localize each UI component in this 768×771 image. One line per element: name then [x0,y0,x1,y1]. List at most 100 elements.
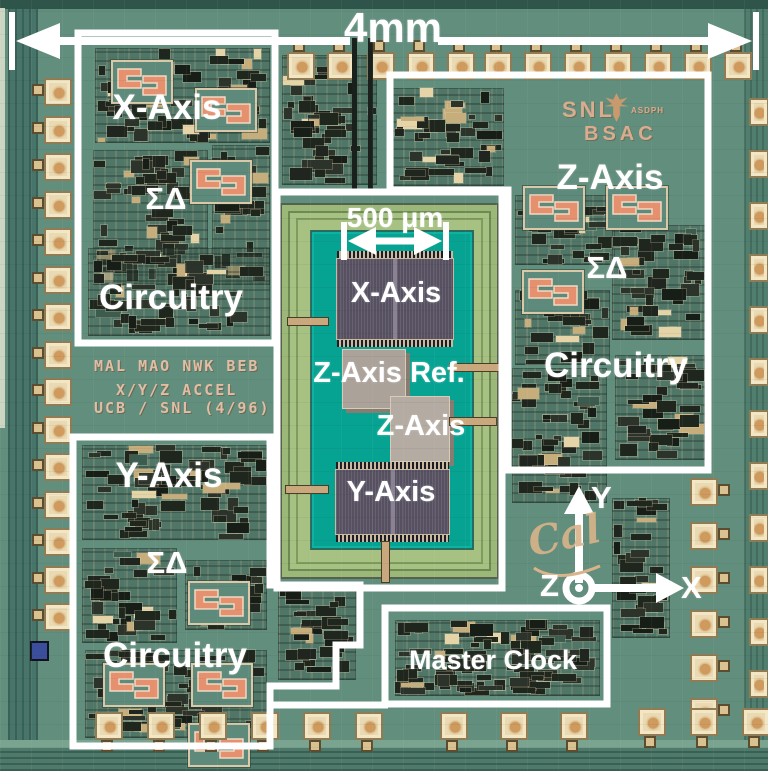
circuit-component [646,295,653,305]
circuit-component [405,623,428,632]
circuit-component [534,487,553,491]
circuit-component [238,452,262,458]
circuit-component [687,272,704,280]
circuit-component [451,621,467,627]
circuit-component [553,625,567,629]
bond-pad [690,708,718,748]
circuit-component [130,521,146,526]
circuit-component [169,610,176,619]
bond-pad [95,712,123,752]
circuit-component [316,606,336,616]
circuit-component [631,550,649,557]
circuit-component [136,177,144,184]
circuit-component [308,160,332,169]
circuit-component [614,542,620,554]
circuit-component [532,234,546,244]
bond-pad [327,40,355,80]
circuit-component [446,113,466,123]
bond-pad [32,153,72,181]
circuit-component [408,678,423,682]
circuit-component [132,197,140,203]
bond-pad [147,712,175,752]
circuit-component [551,245,564,249]
circuit-component [153,156,165,167]
scale-500um-label: 500 μm [346,202,444,233]
logo-micro-text: ASDPH [631,106,665,115]
circuit-component [201,498,219,510]
snl-logo-text: SNL [562,97,615,122]
circuit-component [234,507,248,513]
circuit-component [314,113,338,125]
circuit-component [325,130,346,137]
circuit-component [693,240,699,251]
circuit-component [657,387,667,395]
circuit-component [583,451,602,460]
circuit-component [323,164,343,174]
circuit-component [501,632,509,644]
circuit-component [523,372,541,378]
circuit-component [597,207,608,211]
circuit-component [101,579,119,589]
circuit-component [119,608,125,618]
circuit-component [659,629,667,634]
circuit-component [653,269,669,278]
bond-pad [32,378,72,406]
circuit-component [630,584,646,593]
circuit-component [175,65,190,74]
circuit-component [631,288,644,293]
circuit-component [147,227,157,238]
circuit-component [303,660,315,666]
circuit-component [532,676,543,680]
circuit-component [227,523,249,533]
y-axis-letter: Y [591,480,612,515]
circuit-component [283,76,304,85]
salmon-resistor-structure [192,162,250,202]
bond-pad [500,712,528,752]
x-block-sigma-delta: ΣΔ [145,181,187,216]
circuit-component [580,627,593,637]
circuit-component [189,319,198,324]
circuit-component [460,688,471,692]
sensor-region [280,203,499,579]
sensor-y-label: Y-Axis [346,476,436,508]
bond-pad [749,670,768,698]
circuit-component [91,587,103,598]
circuit-component [637,518,656,522]
circuit-component [317,67,331,72]
circuit-component [252,577,262,583]
circuit-component [214,516,226,522]
circuit-component [114,552,131,557]
metal-bus [352,38,357,190]
bond-pad [355,712,383,752]
circuit-component [621,625,642,631]
etched-origin-date: UCB / SNL (4/96) [94,399,271,417]
circuit-component [461,128,475,136]
circuit-component [614,501,624,509]
circuit-component [199,324,218,328]
circuit-component [251,210,260,216]
circuit-component [250,568,266,576]
bond-pad [749,254,768,282]
circuit-component [570,483,578,495]
x-axis-letter: X [681,570,702,605]
circuit-component [558,457,570,467]
circuit-component [593,327,608,338]
circuit-component [626,553,645,562]
circuit-component [638,596,659,607]
circuit-component [561,391,571,398]
circuit-component [207,270,226,274]
circuit-component [134,129,147,141]
circuit-component [573,327,585,334]
z-block-circuitry: Circuitry [544,346,688,385]
circuit-component [302,620,323,626]
circuit-component [658,310,671,315]
circuit-component [94,161,105,167]
circuit-component [316,146,328,156]
circuit-component [242,129,267,139]
bond-pad [749,358,768,386]
metal-bus [368,38,373,190]
circuit-component [93,616,113,623]
circuit-component [240,267,263,276]
circuit-component [447,133,459,142]
circuit-component [315,75,337,79]
